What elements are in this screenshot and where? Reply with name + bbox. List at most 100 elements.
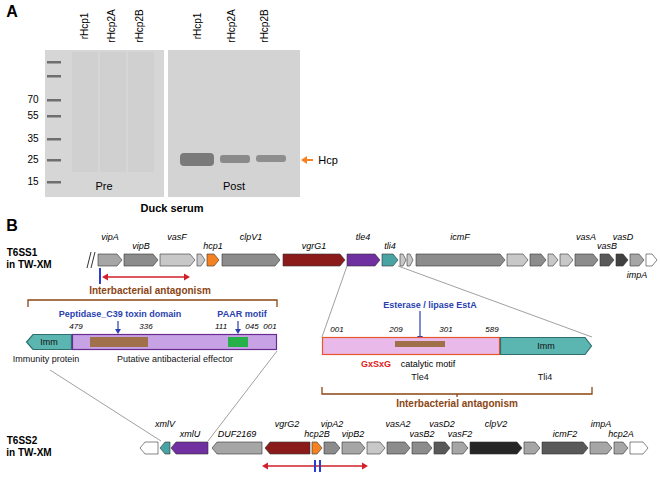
text-label: vgrG2 (275, 420, 300, 429)
text-label: vipB2 (342, 430, 365, 439)
bracket (322, 387, 592, 397)
text-label: 15 (27, 177, 38, 187)
gene-arrow (434, 442, 450, 454)
text-label: rHcp2B (135, 9, 145, 42)
gene-arrow (542, 442, 588, 454)
gene-arrow (207, 254, 219, 266)
gene-arrow (530, 254, 546, 266)
text-label: rHcp2A (107, 9, 117, 42)
gene-arrow (265, 442, 310, 454)
region-arrow (106, 276, 186, 278)
ladder-band (47, 181, 61, 184)
gel-panel (45, 50, 164, 197)
text-label: Post (223, 181, 245, 192)
gene-arrow (400, 254, 406, 266)
text-label: impA (591, 420, 612, 429)
text-label: tle4 (356, 233, 371, 242)
text-label: rHcp1 (80, 13, 90, 40)
gene-arrow (614, 442, 628, 454)
text-label: 479 (69, 323, 82, 331)
panel-letter: B (6, 218, 18, 234)
domain-bar (228, 337, 248, 347)
gene-arrow (646, 254, 657, 266)
ladder-band (47, 75, 61, 78)
text-label: hcp2B (304, 430, 330, 439)
gene-arrow (412, 442, 432, 454)
node-shape (73, 335, 277, 350)
gene-arrow (416, 254, 505, 266)
gene-arrow (312, 442, 322, 454)
text-label: PAAR motif (217, 310, 266, 319)
effector-box: Putative antibacterial effector (72, 334, 277, 350)
gene-arrow (452, 442, 468, 454)
gene-arrow (560, 254, 573, 266)
domain-bar (395, 341, 445, 347)
node-shape (323, 338, 500, 355)
region-arrow-head (262, 463, 268, 470)
gel-lane (100, 52, 126, 172)
text-label: T6SS2 (7, 436, 38, 446)
text-label: 35 (27, 134, 38, 144)
text-label: icmF (450, 233, 470, 242)
text-label: vasB2 (409, 430, 434, 439)
text-label: 001 (263, 323, 276, 331)
gene-arrow (342, 442, 365, 454)
insertion-mark (319, 460, 321, 472)
insertion-mark (314, 460, 316, 472)
text-label: vipA (101, 233, 119, 242)
node-caption: Putative antibacterial effector (117, 355, 233, 364)
text-label: rHcp2A (227, 9, 237, 42)
node-caption: Tli4 (538, 373, 553, 382)
pointer-arrow (117, 321, 118, 330)
text-label: 589 (485, 326, 498, 334)
gene-arrow (524, 442, 540, 454)
zoom-line (50, 370, 161, 441)
protein-band (180, 153, 214, 166)
ladder-band (47, 159, 61, 162)
text-label: Peptidase_C39 toxin domain (59, 310, 182, 319)
zoom-line (322, 266, 347, 337)
gene-arrow (160, 254, 195, 266)
node-shape (501, 338, 592, 355)
protein-band (256, 155, 286, 162)
node-shape (27, 335, 72, 350)
text-label: DUF2169 (218, 430, 257, 439)
gel-lane (128, 52, 154, 172)
pointer-arrow (237, 321, 238, 330)
node-text: Imm (40, 338, 58, 347)
band-arrow (306, 159, 313, 161)
text-label: 001 (330, 326, 343, 334)
text-label: 336 (139, 323, 152, 331)
pointer-arrow-head (115, 329, 121, 334)
text-label: rHcp2B (260, 9, 270, 42)
text-label: vipB (132, 242, 150, 251)
text-label: 55 (27, 111, 38, 121)
text-label: vipA2 (321, 420, 344, 429)
gene-arrow (548, 254, 558, 266)
text-label: vasA (576, 233, 596, 242)
text-label: 25 (27, 155, 38, 165)
node-text: Imm (537, 342, 555, 351)
text-label: hcp1 (203, 242, 223, 251)
gene-arrow (222, 254, 280, 266)
text-label: 045 (245, 323, 258, 331)
text-label: xmlV (155, 420, 175, 429)
text-label: vasD2 (429, 420, 455, 429)
text-label: Esterase / lipase EstA (383, 301, 477, 310)
text-label: in TW-XM (6, 260, 51, 270)
text-label: 301 (439, 326, 452, 334)
gene-arrow (347, 254, 380, 266)
gene-arrow (590, 442, 612, 454)
text-label: vasF (167, 233, 187, 242)
break-mark (87, 252, 91, 268)
text-label: vasB (597, 242, 617, 251)
immunity-box: ImmTli4 (500, 337, 592, 355)
gene-arrow (212, 442, 262, 454)
text-label: Pre (95, 181, 112, 192)
text-label: Duck serum (141, 203, 204, 214)
ladder-band (47, 115, 61, 118)
text-label: vgrG1 (302, 242, 327, 251)
gene-arrow (197, 254, 205, 266)
